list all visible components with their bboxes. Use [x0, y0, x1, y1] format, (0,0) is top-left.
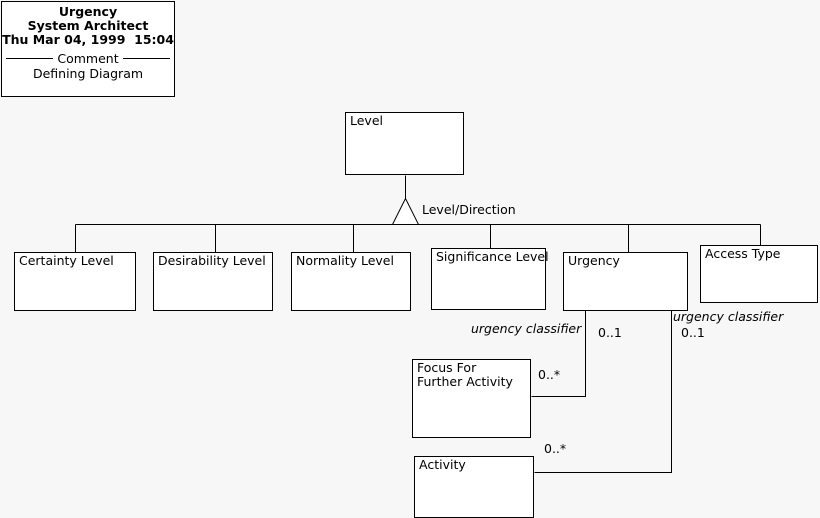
title-block-divider: Comment	[2, 52, 174, 65]
title-block-comment: Defining Diagram	[32, 66, 144, 81]
title-block: Urgency System Architect Thu Mar 04, 199…	[1, 1, 175, 97]
label-multiplicity-activity-far: 0..*	[544, 441, 567, 456]
class-name-significance-level: Significance Level	[436, 249, 549, 264]
class-name-activity: Activity	[419, 457, 466, 472]
class-box-certainty-level[interactable]: Certainty Level	[14, 252, 136, 311]
class-box-significance-level[interactable]: Significance Level	[431, 248, 549, 310]
class-box-access-type[interactable]: Access Type	[700, 245, 818, 303]
label-multiplicity-focus-near: 0..1	[598, 325, 622, 340]
label-multiplicity-focus-far: 0..*	[538, 367, 561, 382]
generalization-triangle	[391, 197, 420, 225]
class-name-level: Level	[350, 113, 383, 128]
class-box-focus-for-further-activity[interactable]: Focus For Further Activity	[412, 359, 531, 438]
class-name-certainty-level: Certainty Level	[19, 253, 114, 268]
title-block-name: Urgency	[58, 4, 118, 19]
label-role-urgency-classifier-right: urgency classifier	[673, 309, 784, 324]
title-block-timestamp: Thu Mar 04, 1999 15:04	[2, 32, 174, 47]
title-block-author: System Architect	[27, 18, 149, 33]
label-discriminator: Level/Direction	[422, 202, 516, 217]
class-box-normality-level[interactable]: Normality Level	[291, 252, 411, 311]
class-box-level[interactable]: Level	[345, 112, 464, 175]
class-name-normality-level: Normality Level	[296, 253, 394, 268]
class-box-activity[interactable]: Activity	[414, 456, 534, 518]
label-multiplicity-activity-near: 0..1	[681, 325, 705, 340]
divider-rule-left	[6, 58, 54, 59]
class-box-urgency[interactable]: Urgency	[563, 252, 688, 311]
class-name-urgency: Urgency	[568, 253, 620, 268]
class-name-desirability-level: Desirability Level	[158, 253, 266, 268]
label-role-urgency-classifier-left: urgency classifier	[471, 321, 582, 336]
title-block-divider-label: Comment	[57, 51, 119, 66]
divider-rule-right	[122, 58, 170, 59]
class-box-desirability-level[interactable]: Desirability Level	[153, 252, 273, 311]
class-name-focus-for-further-activity: Focus For Further Activity	[417, 360, 513, 389]
class-name-access-type: Access Type	[705, 246, 781, 261]
